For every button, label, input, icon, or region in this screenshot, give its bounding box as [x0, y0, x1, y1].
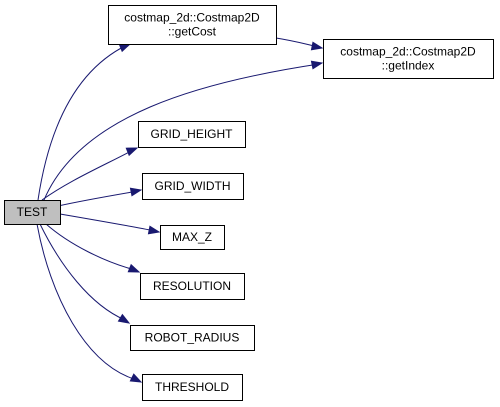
node-label-line: costmap_2d::Costmap2D: [124, 11, 260, 25]
edge-line: [59, 213, 156, 232]
node-robot-radius[interactable]: ROBOT_RADIUS: [130, 325, 255, 351]
edge-test-to-grid_height: [41, 147, 139, 201]
nodes-layer: TESTcostmap_2d::Costmap2D::getCostcostma…: [4, 5, 494, 401]
edge-test-to-max_z: [59, 213, 161, 235]
node-grid-width[interactable]: GRID_WIDTH: [142, 173, 244, 200]
node-label-line: GRID_HEIGHT: [150, 127, 233, 141]
edge-test-to-robot_radius: [39, 223, 131, 324]
edge-test-to-threshold: [36, 223, 143, 383]
edge-test-to-getcost: [37, 43, 132, 201]
edge-test-to-resolution: [45, 223, 141, 273]
node-label-line: ::getCost: [168, 25, 217, 39]
arrowhead-icon: [129, 373, 143, 383]
node-label-line: THRESHOLD: [155, 380, 229, 394]
edge-line: [57, 190, 139, 207]
node-label-line: ROBOT_RADIUS: [145, 331, 240, 345]
node-box[interactable]: [160, 225, 225, 250]
node-label-line: TEST: [17, 205, 48, 219]
node-label-line: RESOLUTION: [153, 279, 231, 293]
edge-line: [37, 44, 128, 201]
node-getindex[interactable]: costmap_2d::Costmap2D::getIndex: [323, 39, 494, 79]
edge-line: [39, 223, 126, 321]
node-label-line: ::getIndex: [382, 59, 435, 73]
edge-test-to-getindex: [43, 60, 324, 201]
node-test[interactable]: TEST: [4, 200, 61, 225]
arrowhead-icon: [118, 43, 132, 53]
arrowhead-icon: [129, 187, 143, 197]
arrowhead-icon: [310, 41, 324, 51]
node-box[interactable]: [142, 173, 244, 200]
node-grid-height[interactable]: GRID_HEIGHT: [138, 121, 246, 148]
arrowhead-icon: [125, 147, 139, 157]
node-label-line: GRID_WIDTH: [155, 179, 231, 193]
node-getcost[interactable]: costmap_2d::Costmap2D::getCost: [108, 5, 277, 45]
node-threshold[interactable]: THRESHOLD: [142, 374, 243, 401]
arrowhead-icon: [117, 313, 131, 324]
edge-line: [36, 223, 138, 381]
node-box[interactable]: [4, 200, 61, 225]
arrowhead-icon: [147, 225, 161, 235]
node-box[interactable]: [130, 325, 255, 351]
node-box[interactable]: [323, 39, 494, 79]
edges-layer: [36, 37, 324, 383]
node-label-line: costmap_2d::Costmap2D: [340, 45, 476, 59]
edge-line: [43, 63, 320, 201]
arrowhead-icon: [310, 60, 324, 70]
node-box[interactable]: [108, 5, 277, 45]
edge-line: [41, 149, 134, 201]
node-resolution[interactable]: RESOLUTION: [140, 273, 245, 300]
edge-test-to-grid_width: [57, 187, 143, 207]
arrowhead-icon: [127, 263, 141, 273]
node-max-z[interactable]: MAX_Z: [160, 225, 225, 250]
edge-getcost-to-getindex: [275, 37, 324, 51]
node-box[interactable]: [142, 374, 243, 401]
edge-line: [45, 223, 136, 271]
node-box[interactable]: [138, 121, 246, 148]
node-box[interactable]: [140, 273, 245, 300]
node-label-line: MAX_Z: [172, 230, 212, 244]
